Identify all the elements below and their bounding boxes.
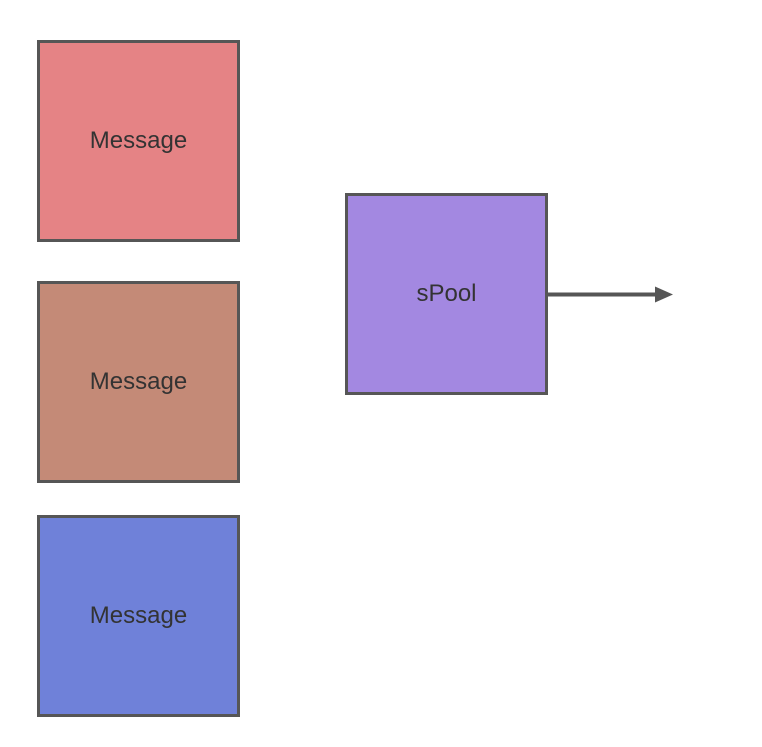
message-node-1-label: Message xyxy=(89,126,188,154)
spool-node[interactable]: sPool xyxy=(345,193,548,395)
connector-arrow[interactable] xyxy=(547,284,677,305)
message-node-2-label: Message xyxy=(89,367,188,395)
message-node-3-label: Message xyxy=(89,601,188,629)
spool-node-label: sPool xyxy=(416,279,477,307)
message-node-1[interactable]: Message xyxy=(37,40,240,242)
message-node-2[interactable]: Message xyxy=(37,281,240,483)
connector-arrowhead-icon xyxy=(655,286,673,303)
message-node-3[interactable]: Message xyxy=(37,515,240,717)
